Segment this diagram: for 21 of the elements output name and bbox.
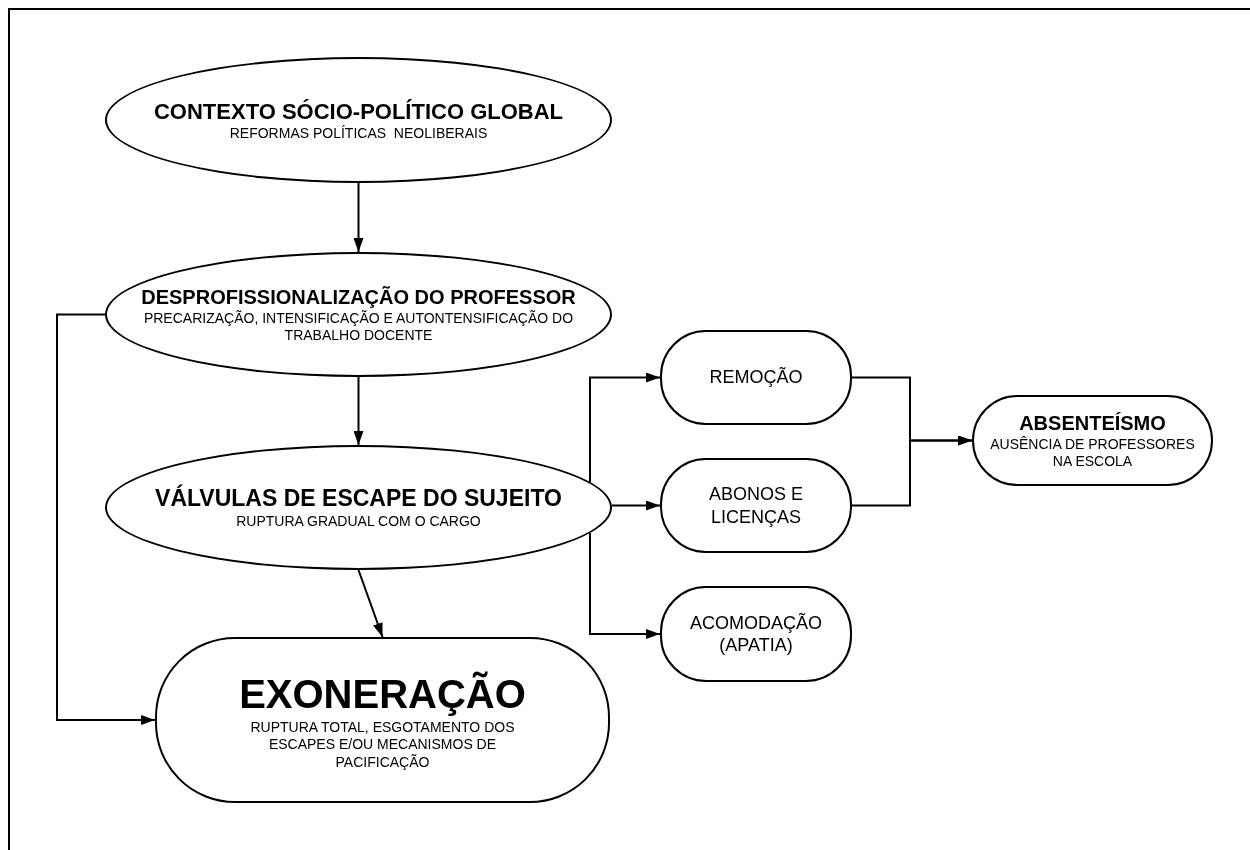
- arrow: [851, 435, 973, 507]
- node-title: VÁLVULAS DE ESCAPE DO SUJEITO: [155, 484, 562, 514]
- arrow: [353, 182, 364, 253]
- node-title: DESPROFISSIONALIZAÇÃO DO PROFESSOR: [141, 284, 576, 310]
- arrow: [589, 372, 661, 484]
- node-title: EXONERAÇÃO: [239, 670, 526, 718]
- node-subtitle: RUPTURA GRADUAL COM O CARGO: [236, 513, 481, 531]
- node-title: REMOÇÃO: [709, 366, 803, 389]
- node-subtitle: REFORMAS POLÍTICAS NEOLIBERAIS: [229, 125, 488, 143]
- arrow: [611, 500, 661, 511]
- node-subtitle: RUPTURA TOTAL, ESGOTAMENTO DOS ESCAPES E/OU MECANISMOS DE PACIFICAÇÃO: [249, 718, 516, 772]
- arrow: [56, 313, 156, 725]
- arrow: [353, 376, 364, 446]
- arrow: [357, 569, 384, 638]
- node-title: ACOMODAÇÃO (APATIA): [689, 611, 823, 657]
- arrow: [589, 531, 661, 639]
- node-title: ABONOS E LICENÇAS: [708, 483, 804, 528]
- node-title: CONTEXTO SÓCIO-POLÍTICO GLOBAL: [153, 97, 563, 125]
- node-subtitle: PRECARIZAÇÃO, INTENSIFICAÇÃO E AUTONTENSIFICAÇÃO DO TRABALHO DOCENTE: [142, 309, 575, 345]
- node-title: ABSENTEÍSMO: [1019, 410, 1166, 436]
- node-subtitle: AUSÊNCIA DE PROFESSORES NA ESCOLA: [989, 435, 1196, 471]
